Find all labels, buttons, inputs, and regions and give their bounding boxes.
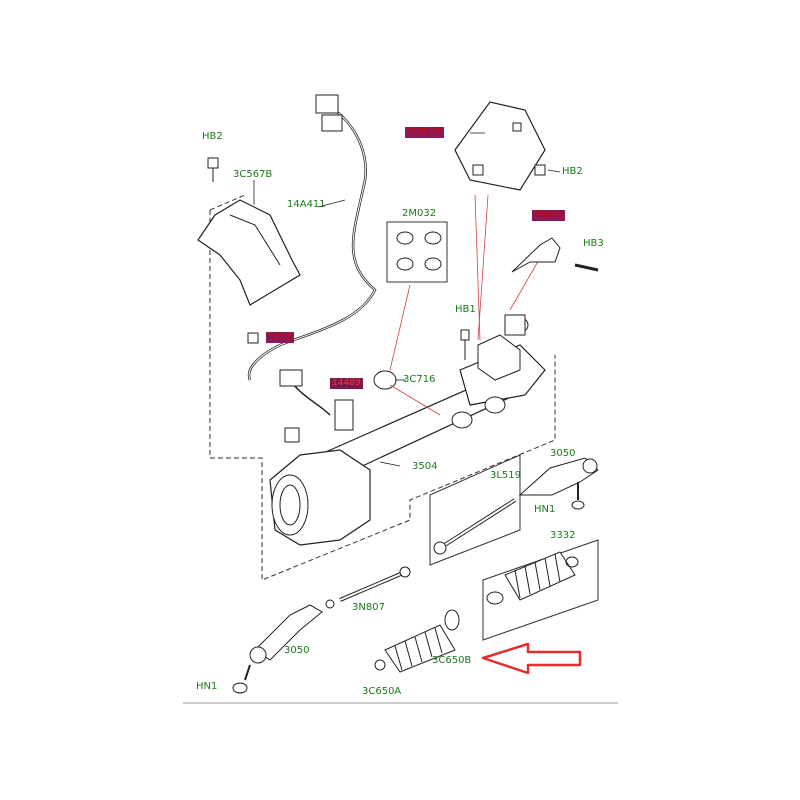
inner-tie-rod-left xyxy=(339,566,411,602)
label-3050-top: 3050 xyxy=(550,448,576,459)
label-14a411: 14A411 xyxy=(287,199,326,210)
label-2m032: 2M032 xyxy=(402,208,437,219)
label-3l519: 3L519 xyxy=(490,470,522,481)
bolts xyxy=(207,157,599,360)
inner-tie-rod-right xyxy=(433,498,517,555)
pinion-housing xyxy=(477,314,529,381)
rack-boot-left xyxy=(374,609,460,673)
label-3332: 3332 xyxy=(550,530,576,541)
tie-rod-box xyxy=(429,454,521,566)
tie-rod-end-right xyxy=(518,457,599,510)
bushing-set xyxy=(396,231,442,271)
label-hn1-right: HN1 xyxy=(534,504,556,515)
label-3b663: 3B663 xyxy=(532,210,566,221)
label-hb2-right: HB2 xyxy=(562,166,583,177)
label-3504: 3504 xyxy=(412,461,438,472)
label-3c716: 3C716 xyxy=(403,374,436,385)
label-hb3: HB3 xyxy=(583,238,604,249)
label-3c567a: 3C567A xyxy=(405,127,445,138)
tie-rod-end-left xyxy=(232,599,335,694)
electric-motor-unit xyxy=(269,449,371,546)
label-n868: N868 xyxy=(266,332,294,343)
label-hb2-top: HB2 xyxy=(202,131,223,142)
label-3c650b: 3C650B xyxy=(432,655,472,666)
heat-shield-left xyxy=(197,199,301,306)
label-3c650a: 3C650A xyxy=(362,686,402,697)
label-hn1-left: HN1 xyxy=(196,681,218,692)
assembly-dashed-outline xyxy=(209,210,556,581)
label-3n807: 3N807 xyxy=(352,602,385,613)
rack-boot-right xyxy=(486,551,579,605)
sensor-clip xyxy=(334,399,354,431)
label-hb1: HB1 xyxy=(455,304,476,315)
label-3c567b: 3C567B xyxy=(233,169,273,180)
label-3050-bottom: 3050 xyxy=(284,645,310,656)
bushing-kit-box xyxy=(386,221,448,283)
leader-lines xyxy=(253,132,561,467)
label-14489: 14489 xyxy=(330,378,363,389)
leader-lines-red xyxy=(389,194,541,416)
pointer-arrow-icon xyxy=(481,642,582,675)
heat-shield-right xyxy=(454,101,546,191)
bracket xyxy=(511,237,561,273)
